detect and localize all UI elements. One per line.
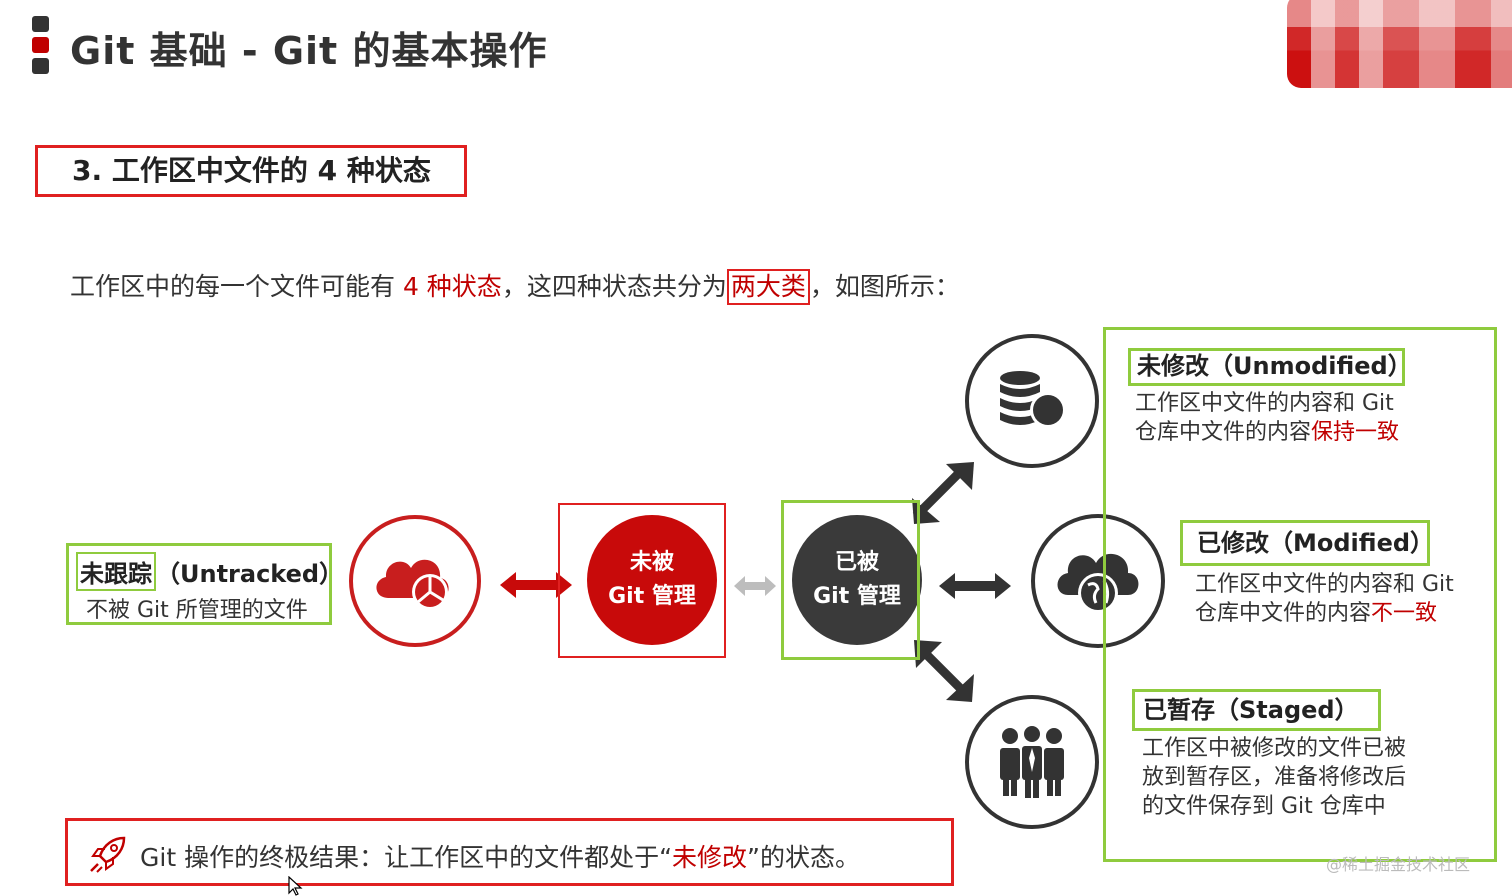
managed-states-frame bbox=[1103, 327, 1497, 862]
untracked-title: 未跟踪（Untracked） bbox=[76, 552, 343, 591]
arrow-down-right-icon bbox=[914, 640, 974, 702]
modified-desc-2a: 仓库中文件的内容 bbox=[1195, 601, 1372, 626]
intro-part3: ，如图所示： bbox=[809, 272, 960, 301]
untracked-icon-ring bbox=[349, 515, 481, 647]
unmodified-icon-ring bbox=[965, 334, 1099, 468]
intro-part1: 工作区中的每一个文件可能有 bbox=[70, 272, 403, 301]
modified-desc-1: 工作区中文件的内容和 Git bbox=[1195, 572, 1454, 597]
staged-desc-1: 工作区中被修改的文件已被 bbox=[1142, 736, 1407, 761]
untracked-label-en: （Untracked） bbox=[156, 560, 344, 588]
intro-text: 工作区中的每一个文件可能有 4 种状态，这四种状态共分为两大类，如图所示： bbox=[70, 267, 960, 305]
unmodified-desc-2a: 仓库中文件的内容 bbox=[1135, 420, 1312, 445]
unmanaged-line2: Git 管理 bbox=[608, 584, 696, 609]
modified-title: 已修改（Modified） bbox=[1180, 520, 1434, 566]
arrow-red-double-icon bbox=[500, 572, 572, 598]
managed-disc: 已被 Git 管理 bbox=[792, 515, 922, 645]
arrow-gray-double-icon bbox=[734, 576, 776, 596]
mouse-cursor-icon bbox=[288, 876, 303, 896]
staged-title: 已暂存（Staged） bbox=[1132, 689, 1381, 731]
untracked-frame bbox=[66, 543, 332, 625]
unmanaged-disc: 未被 Git 管理 bbox=[587, 515, 717, 645]
blurred-logo bbox=[1287, 0, 1512, 88]
managed-frame bbox=[781, 500, 920, 660]
conclusion-frame bbox=[65, 818, 954, 886]
staged-desc-2: 放到暂存区，准备将修改后 bbox=[1142, 765, 1407, 790]
managed-line2: Git 管理 bbox=[813, 584, 901, 609]
unmodified-desc-1: 工作区中文件的内容和 Git bbox=[1135, 391, 1394, 416]
conclusion-text: Git 操作的终极结果：让工作区中的文件都处于“未修改”的状态。 bbox=[140, 838, 860, 874]
watermark: @稀土掘金技术社区 bbox=[1326, 855, 1471, 874]
rocket-icon bbox=[90, 836, 126, 873]
unmodified-desc-2: 仓库中文件的内容保持一致 bbox=[1135, 418, 1399, 448]
intro-highlight-4-states: 4 种状态 bbox=[402, 272, 502, 301]
conclusion-part1: Git 操作的终极结果：让工作区中的文件都处于“ bbox=[140, 843, 673, 872]
database-icon bbox=[1000, 371, 1066, 428]
unmodified-title: 未修改（Unmodified） bbox=[1128, 348, 1412, 386]
managed-line1: 已被 bbox=[834, 550, 879, 575]
untracked-label: 未跟踪 bbox=[76, 552, 156, 591]
modified-desc-2b: 不一致 bbox=[1371, 601, 1438, 626]
staged-icon-ring bbox=[965, 695, 1099, 829]
unmanaged-line1: 未被 bbox=[629, 550, 674, 575]
arrow-up-right-icon bbox=[912, 462, 974, 524]
untracked-desc: 不被 Git 所管理的文件 bbox=[86, 598, 308, 623]
staged-desc-3: 的文件保存到 Git 仓库中 bbox=[1142, 794, 1386, 819]
cloud-globe-icon bbox=[1057, 553, 1139, 613]
header-bullet-icon bbox=[32, 16, 50, 79]
intro-part2: ，这四种状态共分为 bbox=[501, 272, 727, 301]
unmanaged-frame bbox=[558, 503, 726, 658]
arrow-dark-double-icon bbox=[939, 573, 1011, 599]
intro-highlight-two-categories: 两大类 bbox=[726, 269, 810, 305]
conclusion-highlight: 未修改 bbox=[672, 843, 748, 872]
cloud-chart-icon bbox=[376, 559, 449, 610]
team-icon bbox=[1000, 726, 1064, 798]
modified-icon-ring bbox=[1031, 514, 1165, 648]
conclusion-part2: ”的状态。 bbox=[747, 843, 860, 872]
section-heading: 3. 工作区中文件的 4 种状态 bbox=[35, 145, 467, 197]
modified-desc-2: 仓库中文件的内容不一致 bbox=[1195, 599, 1437, 629]
page-title: Git 基础 - Git 的基本操作 bbox=[70, 29, 548, 73]
unmodified-desc-2b: 保持一致 bbox=[1311, 420, 1400, 445]
